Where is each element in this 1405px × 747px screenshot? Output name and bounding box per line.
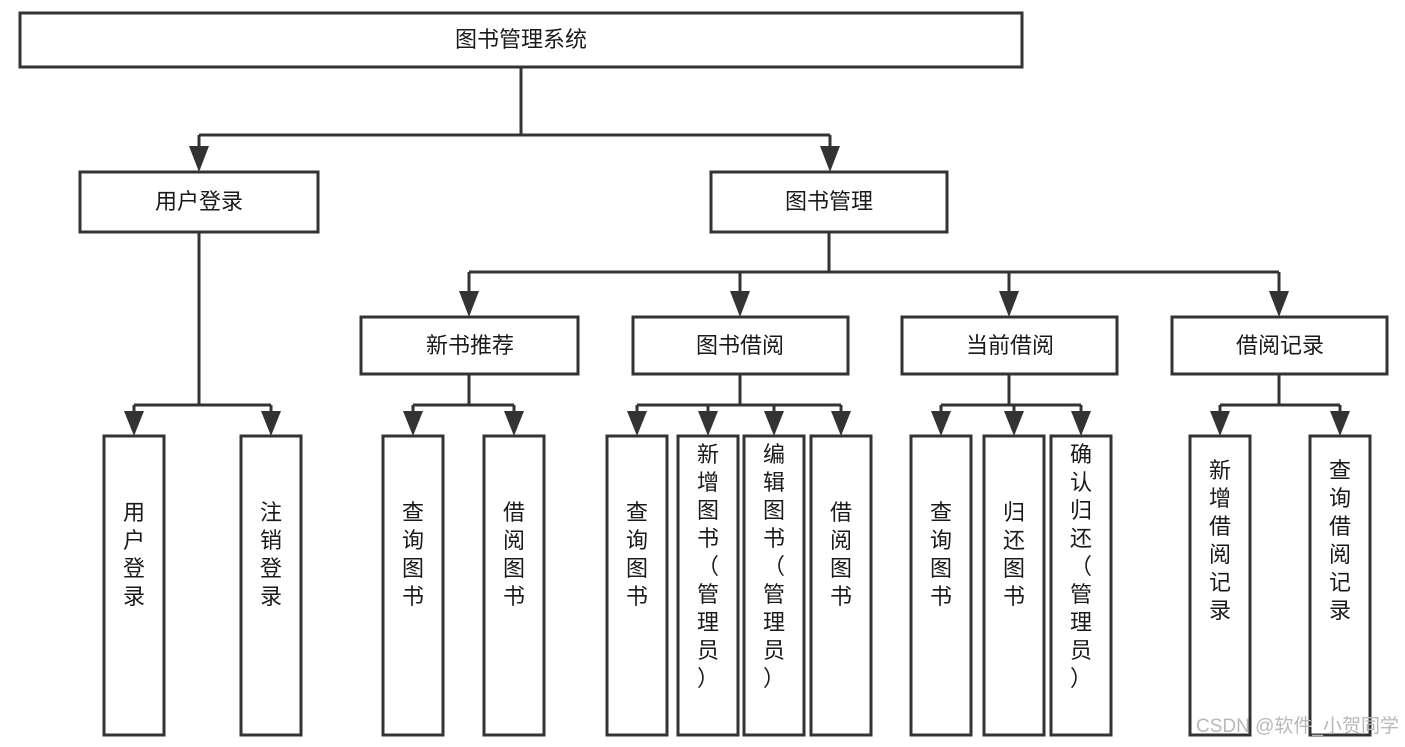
leaf-borrow-book-rec-label: 借阅图书 [503,500,525,609]
node-book-borrow-box[interactable] [631,315,850,376]
leaf-edit-book-label: 编辑图书（管理员） [763,442,785,691]
leaf-borrow-book-borrow[interactable]: 借阅图书 [809,434,873,737]
arrow-head-leaf-query-book-3 [931,411,951,436]
leaf-user-login-box[interactable] [102,434,166,737]
leaf-return-book[interactable]: 归还图书 [982,434,1046,737]
arrow-head-current-borrow [999,291,1019,317]
leaf-add-borrow-record-box[interactable] [1188,434,1252,737]
arrow-head-leaf-add-record [1210,411,1230,436]
leaf-query-book-current[interactable]: 查询图书 [909,434,973,737]
node-borrow-record-label: 借阅记录 [1236,333,1324,358]
leaf-query-book-rec-box[interactable] [381,434,445,737]
leaf-logout-label: 注销登录 [260,500,282,609]
node-book-borrow[interactable]: 图书借阅 [631,315,850,376]
arrow-head-leaf-query-book-2 [627,411,647,436]
leaf-add-borrow-record[interactable]: 新增借阅记录 [1188,434,1252,737]
arrow-head-user-login [189,146,209,172]
leaf-edit-book-box[interactable] [742,434,806,737]
node-current-borrow-label: 当前借阅 [966,333,1054,358]
arrow-head-leaf-borrow-book-2 [831,411,851,436]
leaf-query-book-borrow-box[interactable] [605,434,669,737]
node-book-management-box[interactable] [709,170,949,234]
connector-layer [124,67,1350,436]
leaf-add-borrow-record-label: 新增借阅记录 [1209,458,1231,623]
leaf-logout[interactable]: 注销登录 [239,434,303,737]
node-current-borrow-box[interactable] [900,315,1119,376]
node-user-login-label: 用户登录 [155,189,243,214]
arrow-head-leaf-query-record [1330,411,1350,436]
leaf-confirm-return-box[interactable] [1049,434,1113,737]
leaf-return-book-box[interactable] [982,434,1046,737]
leaf-query-book-current-label: 查询图书 [930,500,952,609]
node-book-management[interactable]: 图书管理 [709,170,949,234]
leaf-add-book-label: 新增图书（管理员） [697,442,719,691]
leaf-confirm-return[interactable]: 确认归还（管理员） [1049,434,1113,737]
node-current-borrow[interactable]: 当前借阅 [900,315,1119,376]
arrow-head-leaf-logout [261,411,281,436]
leaf-logout-box[interactable] [239,434,303,737]
leaf-query-borrow-record[interactable]: 查询借阅记录 [1308,434,1372,737]
leaf-confirm-return-label: 确认归还（管理员） [1070,442,1092,691]
leaf-query-book-borrow-label: 查询图书 [626,500,648,609]
leaf-user-login[interactable]: 用户登录 [102,434,166,737]
arrow-head-leaf-borrow-book-1 [504,411,524,436]
node-root[interactable]: 图书管理系统 [18,11,1024,69]
leaf-query-book-rec[interactable]: 查询图书 [381,434,445,737]
arrow-head-leaf-return-book [1004,411,1024,436]
arrow-head-book-borrow [730,291,750,317]
node-book-management-label: 图书管理 [785,189,873,214]
leaf-query-borrow-record-label: 查询借阅记录 [1329,458,1351,623]
leaf-query-book-current-box[interactable] [909,434,973,737]
leaf-borrow-book-borrow-label: 借阅图书 [830,500,852,609]
arrow-head-leaf-confirm-return [1071,411,1091,436]
leaf-return-book-label: 归还图书 [1003,500,1025,609]
node-borrow-record[interactable]: 借阅记录 [1170,315,1389,376]
arrow-head-leaf-edit-book [764,411,784,436]
arrow-head-book-mgmt [820,146,840,172]
node-book-borrow-label: 图书借阅 [696,333,784,358]
csdn-watermark: CSDN @软件_小贺同学 [1196,715,1399,737]
leaf-query-book-borrow[interactable]: 查询图书 [605,434,669,737]
leaf-add-book[interactable]: 新增图书（管理员） [676,434,740,737]
leaf-borrow-book-rec[interactable]: 借阅图书 [482,434,546,737]
arrow-head-leaf-query-book-1 [403,411,423,436]
leaf-borrow-book-rec-box[interactable] [482,434,546,737]
node-root-box[interactable] [18,11,1024,69]
leaf-add-book-box[interactable] [676,434,740,737]
arrow-head-borrow-record [1269,291,1289,317]
arrow-head-new-book-rec [459,291,479,317]
arrow-head-leaf-add-book [698,411,718,436]
node-user-login-box[interactable] [78,170,320,234]
leaf-borrow-book-borrow-box[interactable] [809,434,873,737]
node-new-book-recommend-label: 新书推荐 [426,333,514,358]
leaf-user-login-label: 用户登录 [123,500,145,609]
leaf-edit-book[interactable]: 编辑图书（管理员） [742,434,806,737]
arrow-head-leaf-user-login [124,411,144,436]
node-new-book-recommend-box[interactable] [359,315,580,376]
node-new-book-recommend[interactable]: 新书推荐 [359,315,580,376]
node-user-login[interactable]: 用户登录 [78,170,320,234]
leaf-query-book-rec-label: 查询图书 [402,500,424,609]
leaf-query-borrow-record-box[interactable] [1308,434,1372,737]
node-borrow-record-box[interactable] [1170,315,1389,376]
node-root-label: 图书管理系统 [455,27,587,52]
